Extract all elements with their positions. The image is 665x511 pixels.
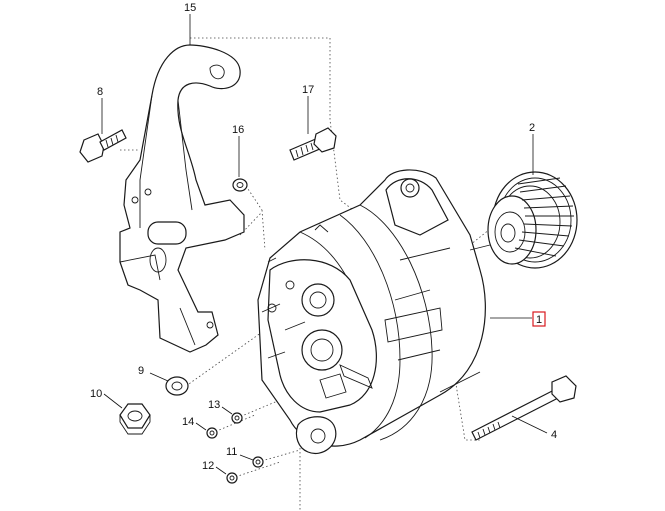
nut-11: [252, 456, 264, 468]
bolt-8: [79, 129, 127, 163]
callout-15: 15: [184, 2, 196, 14]
callout-17: 17: [302, 84, 314, 96]
nut-12: [226, 472, 238, 484]
callout-1-highlight-box: [532, 311, 546, 327]
washer-9: [165, 376, 189, 396]
callout-8: 8: [97, 86, 103, 98]
callout-labels: 15 8 17 16 2 1 4 9 10 13 14 11 12: [90, 2, 557, 472]
bolt-17: [289, 127, 337, 161]
callout-10: 10: [90, 388, 102, 400]
long-bolt-4: [471, 375, 577, 441]
nut-13: [231, 412, 243, 424]
callout-9: 9: [138, 365, 144, 377]
callout-16: 16: [232, 124, 244, 136]
callout-14: 14: [182, 416, 194, 428]
nut-10: [119, 403, 151, 435]
callout-11: 11: [226, 446, 237, 458]
callout-4: 4: [551, 429, 557, 441]
callout-12: 12: [202, 460, 214, 472]
callout-1: 1: [536, 314, 542, 326]
pulley: [487, 171, 578, 269]
alternator-body: [257, 169, 491, 454]
mounting-bracket: [119, 44, 245, 353]
nut-14: [206, 427, 218, 439]
leader-lines: [101, 14, 548, 475]
washer-16: [232, 178, 248, 192]
callout-2: 2: [529, 122, 535, 134]
callout-13: 13: [208, 399, 220, 411]
